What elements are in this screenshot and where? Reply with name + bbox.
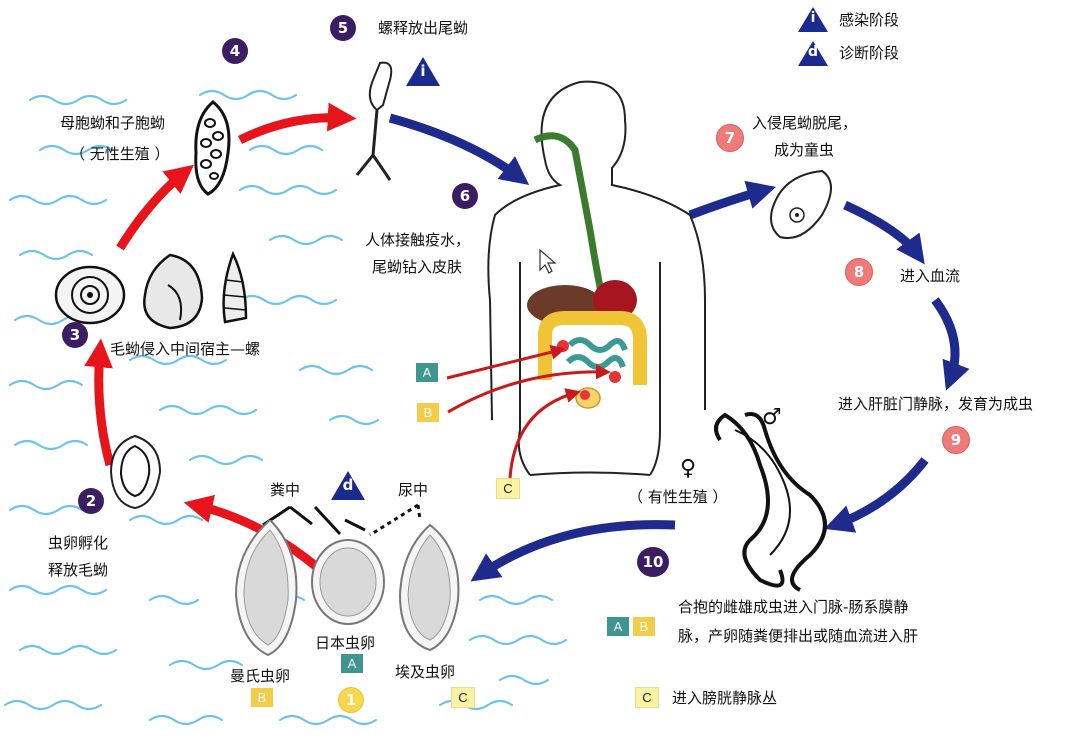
eggs-diagnostic-symbol: d [342,476,354,494]
haematobium-egg-label: 埃及虫卵 [395,663,456,681]
mansoni-egg-label: 曼氏虫卵 [230,667,291,685]
step-1-marker: 1 [338,687,364,713]
miracidia-snail-label: 毛蚴侵入中间宿主—螺 [110,340,261,358]
pairing-label-1: 合抱的雌雄成虫进入门脉-肠系膜静 [678,598,909,616]
step-3-marker: 3 [62,322,88,348]
sporocyst-figure [194,100,231,196]
human-contact-label-1: 人体接触疫水， [365,231,471,249]
eggs-diagnostic-icon [331,471,365,500]
urine-label: 尿中 [398,481,429,499]
step-9-marker: 9 [942,426,970,454]
egg-figures [234,520,460,657]
sexual-reproduction-label: （ 有性生殖 ） [628,488,728,506]
feces-label: 粪中 [270,481,301,499]
cercaria-release-label: 螺释放出尾蚴 [378,19,469,37]
cercaria-infective-icon [406,57,440,86]
species-tag-a-egg: A [341,654,363,673]
enter-blood-label: 进入血流 [900,267,961,285]
sporocyst-label-2: （ 无性生殖 ） [70,145,170,163]
bladder-plexus-label: 进入膀胱静脉丛 [672,689,778,707]
tail-shed-label-1: 入侵尾蚴脱尾， [752,114,858,132]
step-2-marker: 2 [78,488,104,514]
arrow-human-to-schistosomulum [688,180,777,220]
species-tag-b-pairing: B [633,617,655,636]
snail-shells [54,250,248,330]
species-tag-b-body: B [417,403,439,422]
infective-symbol: i [810,10,816,26]
arrow-liver-to-adults [824,457,929,533]
miracidium-egg-figure [109,434,162,510]
legend-diagnostic-label: 诊断阶段 [839,44,900,62]
male-symbol: ♂ [762,405,782,430]
species-tag-a-pairing: A [607,617,629,636]
arrow-adults-to-eggs [470,520,676,582]
japonicum-egg-label: 日本虫卵 [315,634,376,652]
diagnostic-symbol: d [807,44,819,60]
arrow-snail-to-sporocyst [116,164,194,251]
egg-hatch-label-1: 虫卵孵化 [48,534,109,552]
step-4-marker: 4 [222,38,248,64]
cercaria-infective-symbol: i [420,62,426,80]
large-intestine [538,311,647,385]
pointer-a [446,344,566,380]
species-tag-c-bladder: C [635,687,659,708]
adult-worms-figure [714,412,827,592]
egg-hatch-label-2: 释放毛蚴 [48,561,109,579]
schistosomulum-figure [770,169,832,239]
pointer-b [447,364,611,414]
species-tag-c-egg: C [451,687,475,708]
human-contact-label-2: 尾蚴钻入皮肤 [372,258,463,276]
step-8-marker: 8 [845,258,873,286]
human-body-outline [487,80,706,476]
arrow-sporocyst-to-cercaria [237,102,357,145]
pointer-c [508,388,581,479]
female-symbol: ♀ [680,456,697,481]
stomach [593,280,637,320]
legend-infective-label: 感染阶段 [839,11,900,29]
portal-vein-label: 进入肝脏门静脉，发育为成虫 [838,395,1034,413]
species-tag-c-body: C [496,478,520,499]
arrow-miracidium-to-snail [84,338,115,467]
infective-stage-icon [798,7,828,32]
step-10-marker: 10 [637,547,669,577]
arrow-schistosomulum-to-blood [843,200,925,265]
mouse-cursor [539,248,557,274]
step-6-marker: 6 [452,183,478,209]
pairing-label-2: 脉，产卵随粪便排出或随血流进入肝 [678,627,919,645]
small-intestine [565,337,628,370]
step-7-marker: 7 [716,124,744,152]
diagnostic-stage-icon [798,41,828,66]
arrow-cercaria-to-human [388,113,530,185]
cercaria-figure [355,61,393,181]
tail-shed-label-2: 成为童虫 [774,141,835,159]
species-tag-a-body: A [416,363,438,382]
step-5-marker: 5 [330,15,356,41]
arrow-blood-to-liver [931,297,970,391]
arrow-egg-to-miracidium [183,494,321,572]
sporocyst-label-1: 母胞蚴和子胞蚴 [60,114,166,132]
species-tag-b-egg: B [251,688,273,707]
